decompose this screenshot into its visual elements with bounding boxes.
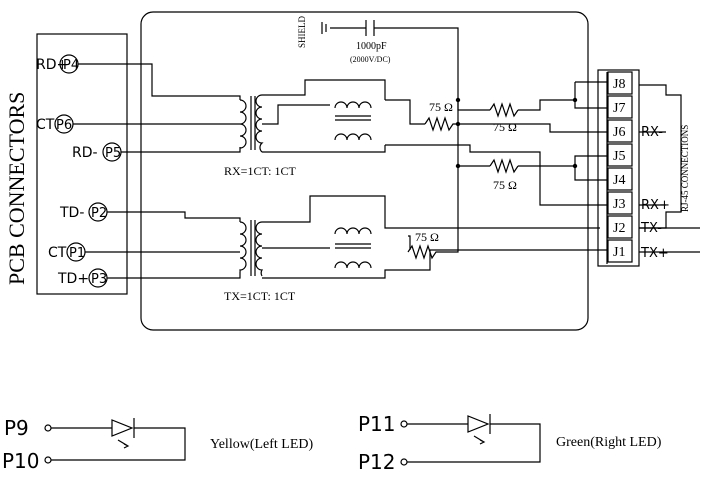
rx-choke-top (334, 101, 372, 109)
led2-label: Green(Right LED) (556, 435, 662, 450)
jack-label-j2: J2 (613, 221, 625, 236)
led1-wires (51, 427, 186, 461)
junction-dot (455, 163, 461, 169)
led2-pin-a: P11 (358, 412, 396, 436)
wire-rx-term (385, 99, 425, 125)
led1-light-icon (117, 439, 130, 449)
pin-prefix-td-minus: TD- (59, 205, 84, 221)
junction-dot (572, 97, 578, 103)
jack-cell-j7 (607, 95, 633, 119)
tx-choke-top (334, 227, 372, 235)
pin-prefix-td-plus: TD+ (57, 271, 89, 287)
jack-cell-j8 (607, 71, 633, 95)
wire-rd-minus (121, 147, 241, 153)
capacitor-rating: (2000V/DC) (350, 55, 391, 64)
wire-tx-plus (262, 249, 607, 279)
side-label: PCB CONNECTORS (4, 92, 29, 285)
jack-label-j1: J1 (613, 245, 625, 260)
led2-diode (467, 415, 490, 433)
tx-choke-bottom (334, 261, 372, 269)
pin-label-p4: P4 (63, 58, 79, 73)
module-body (140, 11, 589, 331)
pin-prefix-rd-minus: RD- (72, 145, 98, 161)
capacitor-value: 1000pF (356, 41, 387, 52)
wire-td-plus (107, 272, 241, 279)
led2-terminal-b (400, 458, 408, 466)
jack-label-j3: J3 (613, 197, 625, 212)
led2-terminal-a (400, 420, 408, 428)
led1-label: Yellow(Left LED) (210, 437, 314, 452)
signal-rx-minus: RX- (641, 125, 663, 140)
jack-label-j6: J6 (613, 125, 625, 140)
pin-prefix-rd-plus: RD+ (36, 57, 68, 73)
resistor-rx-1 (489, 102, 519, 118)
led2-pin-b: P12 (358, 450, 396, 474)
rx-choke-bottom (334, 133, 372, 141)
resistor-rx-2 (489, 158, 519, 174)
wire-j7 (518, 99, 607, 111)
jack-label-j4: J4 (613, 173, 625, 188)
rj45-outline (639, 84, 682, 229)
wire-td-minus (107, 211, 241, 222)
jack-cell-j1 (607, 239, 633, 263)
junction-dot (455, 121, 461, 127)
led1-diode (111, 419, 134, 437)
led2-light-icon (473, 435, 486, 445)
pin-prefix-ct-tx: CT (48, 245, 67, 261)
signal-tx-minus: TX- (640, 221, 662, 236)
tx-ratio: TX=1CT: 1CT (224, 289, 296, 303)
resistor-label-rx-term: 75 Ω (429, 100, 453, 114)
resistor-label-rx-2: 75 Ω (493, 178, 517, 192)
jack-cell-j2 (607, 215, 633, 239)
pin-label-p5: P5 (105, 146, 121, 161)
jack-label-j5: J5 (613, 149, 625, 164)
wire-rx-sec-top (262, 79, 386, 100)
led1-pin-a: P9 (4, 416, 29, 440)
led1-terminal-a (44, 424, 52, 432)
pcb-connector-box (36, 33, 128, 295)
tx-transformer-secondary (255, 221, 264, 277)
right-label: RJ-45 CONNECTIONS (680, 125, 690, 212)
rx-transformer-secondary (255, 94, 264, 153)
wire-tx-minus (262, 195, 600, 229)
junction-dot (572, 163, 578, 169)
led2-wires (407, 423, 541, 463)
shield-label: SHIELD (297, 16, 307, 48)
resistor-label-tx-term: 75 Ω (415, 230, 439, 244)
pin-label-p3: P3 (91, 272, 107, 287)
resistor-rx-term (424, 116, 458, 132)
tx-transformer-primary (239, 221, 247, 273)
jack-cell-j5 (607, 143, 633, 167)
wire-rx-r1 (457, 100, 490, 111)
signal-tx-plus: TX+ (640, 246, 669, 261)
wire-rx-ct (262, 104, 330, 125)
jack-label-j7: J7 (613, 101, 625, 116)
led1-terminal-b (44, 456, 52, 464)
wire-tx-term (408, 235, 411, 250)
wire-rx-plus (385, 144, 607, 206)
wire-j5 (518, 155, 607, 167)
rx-ratio: RX=1CT: 1CT (224, 164, 297, 178)
junction-dot (455, 97, 461, 103)
jack-cell-j6 (607, 119, 633, 143)
wire-j6 (458, 123, 607, 133)
jack-block (597, 69, 640, 267)
resistor-tx-term (407, 244, 440, 260)
wire-rx-sec-bot (262, 145, 386, 153)
jack-label-j8: J8 (613, 77, 625, 92)
pin-label-p2: P2 (91, 206, 107, 221)
pin-prefix-ct-rx: CT (36, 117, 55, 133)
pin-label-p1: P1 (69, 246, 85, 261)
resistor-label-rx-1: 75 Ω (493, 120, 517, 134)
rx-transformer-primary (239, 99, 247, 149)
pin-label-p6: P6 (56, 118, 72, 133)
signal-rx-plus: RX+ (641, 198, 670, 213)
wire-j4 (574, 166, 607, 181)
wire-shield-bus (330, 27, 459, 253)
jack-cell-j3 (607, 191, 633, 215)
wire-rd-plus (78, 63, 241, 100)
led1-pin-b: P10 (2, 449, 40, 473)
jack-cell-j4 (607, 167, 633, 191)
